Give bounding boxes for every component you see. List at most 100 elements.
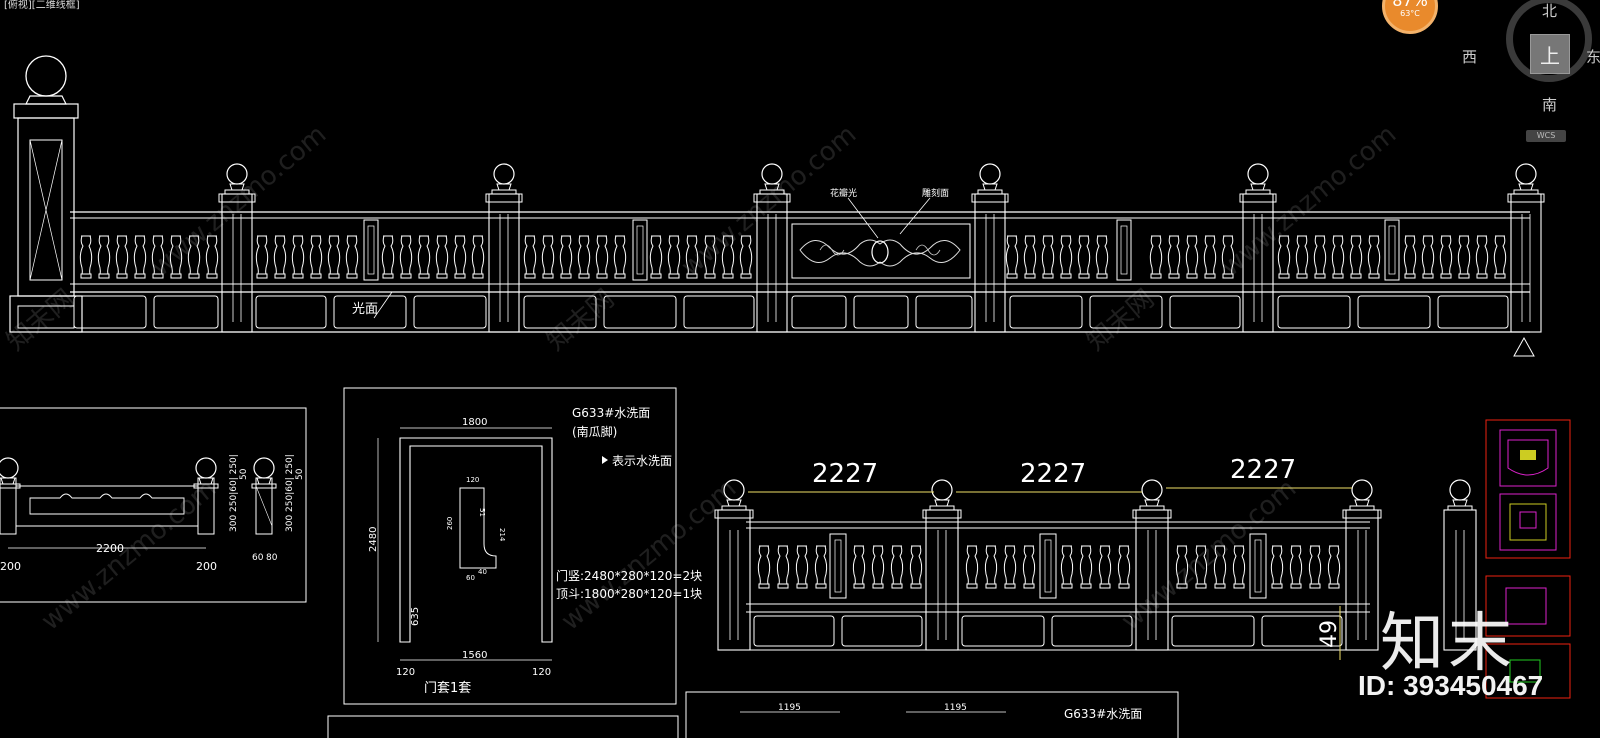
compass-ring[interactable] <box>1506 0 1592 82</box>
base-panel <box>915 295 973 329</box>
base-panel <box>961 615 1045 647</box>
watermark-logo: 知末 <box>1380 607 1516 681</box>
spec-line-2: 顶斗:1800*280*120=1块 <box>556 587 702 601</box>
center-block-inner <box>1254 539 1262 593</box>
post-cap <box>218 193 256 203</box>
baluster <box>1185 235 1199 279</box>
dim-vertical-d: 50 <box>295 468 305 480</box>
dim-height: 2480 <box>368 527 379 552</box>
carved-panel: 花瓣光 雕刻面 <box>791 187 971 279</box>
post-finial <box>1513 163 1539 195</box>
baluster <box>1367 235 1381 279</box>
baluster <box>649 235 663 279</box>
baluster <box>1167 235 1181 279</box>
post-finial <box>1349 479 1375 511</box>
legend-arrow-icon <box>602 456 608 464</box>
thumbnail-sheets <box>1485 419 1571 699</box>
base-panel <box>523 295 597 329</box>
baluster <box>595 235 609 279</box>
baluster <box>1005 235 1019 279</box>
post-cap <box>1507 193 1545 203</box>
baluster <box>523 235 537 279</box>
dim-top: 1800 <box>462 417 487 428</box>
base-panel <box>1009 295 1083 329</box>
dim-vertical-c: 300 250|60| 250| <box>285 454 295 532</box>
center-block-inner <box>834 539 842 593</box>
dim-a: 1195 <box>778 703 801 713</box>
base-panel <box>1277 295 1351 329</box>
post-cap <box>971 193 1009 203</box>
base-panel <box>1437 295 1509 329</box>
baluster <box>852 545 866 589</box>
dim-span-1: 2227 <box>812 459 878 489</box>
baluster <box>984 545 998 589</box>
baluster <box>1022 545 1036 589</box>
base-panel <box>841 615 923 647</box>
center-block <box>829 533 847 599</box>
dim-vertical-b: 50 <box>239 468 249 480</box>
baluster <box>559 235 573 279</box>
base-panel <box>853 295 909 329</box>
base-panel <box>603 295 677 329</box>
baluster <box>1095 235 1109 279</box>
baluster <box>435 235 449 279</box>
baluster <box>97 235 111 279</box>
dim-left: 200 <box>0 560 21 573</box>
baluster <box>577 235 591 279</box>
center-block-inner <box>367 225 375 275</box>
baluster <box>890 545 904 589</box>
dim-side-r: 120 <box>532 667 551 678</box>
baluster <box>871 545 885 589</box>
small-rail-detail: 2200 200 200 60 80 300 250|60| 250| 50 3… <box>0 407 307 603</box>
base-panel <box>753 615 835 647</box>
base-panel <box>255 295 327 329</box>
baluster <box>965 545 979 589</box>
compass-north[interactable]: 北 <box>1542 2 1558 20</box>
wcs-menu[interactable]: WCS <box>1526 130 1566 142</box>
post <box>974 193 1006 333</box>
detail-260: 260 <box>446 517 454 530</box>
base-panel <box>791 295 847 329</box>
base-panel <box>73 295 147 329</box>
viewcube[interactable]: 北 南 西 东 上 WCS <box>1462 0 1600 142</box>
detail-51: 51 <box>478 508 486 517</box>
post <box>717 509 751 651</box>
baluster <box>909 545 923 589</box>
baluster <box>1295 235 1309 279</box>
baluster <box>1403 235 1417 279</box>
baluster <box>1439 235 1453 279</box>
baluster <box>1079 545 1093 589</box>
post-finial <box>1139 479 1165 511</box>
dim-635: 635 <box>410 607 421 626</box>
label-carved: 雕刻面 <box>922 187 949 199</box>
dim-height: 49 <box>1317 620 1342 648</box>
center-block-inner <box>636 225 644 275</box>
detail-40: 40 <box>478 568 487 576</box>
center-block-inner <box>1044 539 1052 593</box>
post <box>1345 509 1379 651</box>
baluster <box>345 235 359 279</box>
baluster <box>381 235 395 279</box>
dim-post-a: 60 <box>252 553 264 563</box>
center-block <box>1116 219 1132 281</box>
baluster <box>795 545 809 589</box>
detail-120: 120 <box>466 476 479 484</box>
baluster <box>1313 235 1327 279</box>
compass-east[interactable]: 东 <box>1586 48 1600 66</box>
post-cap <box>1239 193 1277 203</box>
label-smooth: 光面 <box>352 302 378 317</box>
viewcube-top-face[interactable]: 上 <box>1530 34 1570 74</box>
baluster <box>1349 235 1363 279</box>
base-panel <box>1357 295 1431 329</box>
compass-west[interactable]: 西 <box>1462 48 1478 66</box>
post <box>925 509 959 651</box>
dim-vertical: 300 250|60| 250| <box>229 454 239 532</box>
post-cap <box>753 193 791 203</box>
baluster <box>115 235 129 279</box>
baluster <box>1098 545 1112 589</box>
post-cap <box>1342 509 1382 519</box>
viewport-label[interactable]: [俯视][二维线框] <box>4 0 80 11</box>
compass-south[interactable]: 南 <box>1542 96 1558 114</box>
post-finial <box>977 163 1003 195</box>
